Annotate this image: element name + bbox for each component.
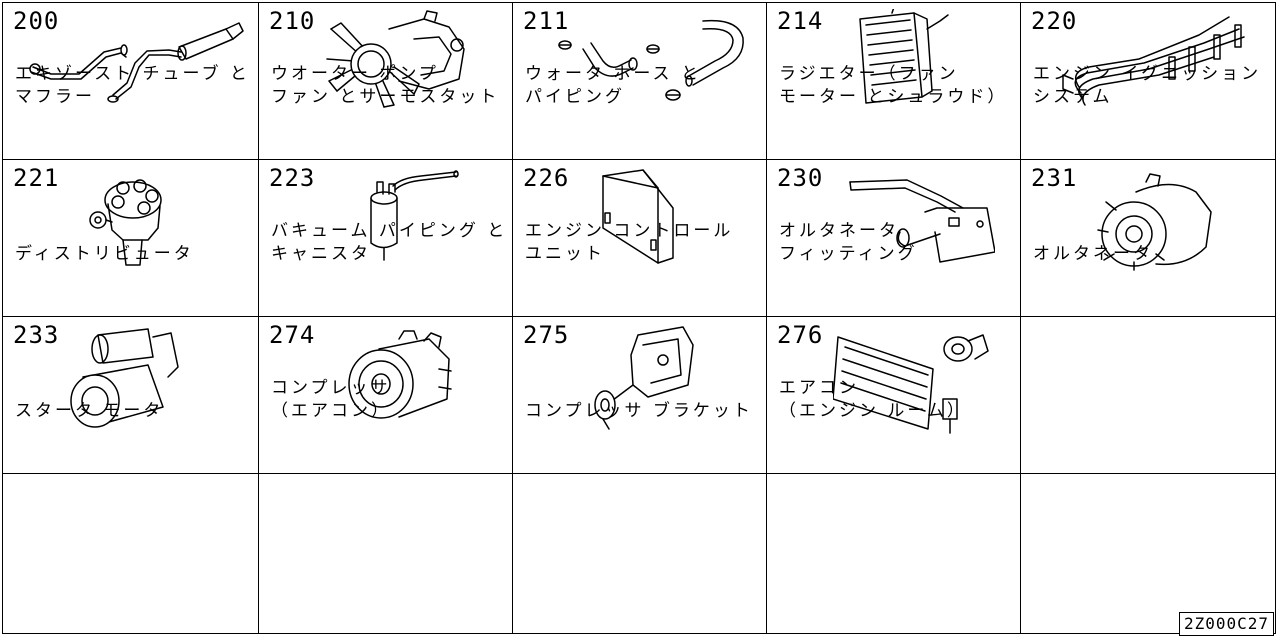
- empty-cell: [3, 474, 259, 633]
- part-cell-230[interactable]: 230 オルタネータフィッティング: [767, 160, 1021, 317]
- part-label: コンプレッサ（エアコン）: [271, 378, 391, 421]
- part-number: 220: [1031, 7, 1078, 35]
- part-cell-276[interactable]: 276 エアコン（エンジン ルーム）: [767, 317, 1021, 474]
- part-label: スタータ モータ: [15, 401, 164, 421]
- empty-cell: [1021, 317, 1275, 474]
- distributor-icon: [78, 170, 188, 280]
- part-label: バキューム パイピング とキャニスタ: [271, 221, 508, 264]
- part-number: 223: [269, 164, 316, 192]
- part-label: エンジン コントロールユニット: [525, 221, 734, 264]
- part-number: 231: [1031, 164, 1078, 192]
- part-number: 275: [523, 321, 570, 349]
- part-cell-223[interactable]: 223 バキューム パイピング とキャニスタ: [259, 160, 513, 317]
- part-cell-210[interactable]: 210 ウオーター ポンプファン とサーモスタット: [259, 3, 513, 160]
- empty-cell: [259, 474, 513, 633]
- part-cell-275[interactable]: 275 コンプレッサ ブラケット: [513, 317, 767, 474]
- part-number: 221: [13, 164, 60, 192]
- part-number: 274: [269, 321, 316, 349]
- part-cell-211[interactable]: 211 ウォータ ホース とパイピング: [513, 3, 767, 160]
- part-cell-200[interactable]: 200 エキゾースト チューブ とマフラー: [3, 3, 259, 160]
- part-number: 230: [777, 164, 824, 192]
- part-label: オルタネータ: [1033, 244, 1153, 264]
- part-label: オルタネータフィッティング: [779, 221, 918, 264]
- compressor-bracket-icon: [583, 325, 703, 435]
- water-hose-icon: [553, 13, 753, 108]
- part-cell-274[interactable]: 274 コンプレッサ（エアコン）: [259, 317, 513, 474]
- empty-cell: [767, 474, 1021, 633]
- empty-cell: [1021, 474, 1275, 633]
- part-number: 200: [13, 7, 60, 35]
- part-number: 211: [523, 7, 570, 35]
- part-cell-221[interactable]: 221 ディストリビュータ: [3, 160, 259, 317]
- part-number: 214: [777, 7, 824, 35]
- part-label: ラジエター（ファンモーター とシュラウド）: [779, 64, 1008, 107]
- condenser-icon: [833, 329, 1003, 439]
- drawing-code: 2Z000C27: [1178, 612, 1274, 636]
- part-label: ウオーター ポンプファン とサーモスタット: [271, 64, 500, 107]
- part-cell-231[interactable]: 231 オルタネータ: [1021, 160, 1275, 317]
- part-label: コンプレッサ ブラケット: [525, 401, 753, 421]
- part-number: 210: [269, 7, 316, 35]
- part-label: エアコン（エンジン ルーム）: [779, 378, 967, 421]
- exhaust-muffler-icon: [21, 17, 251, 112]
- part-cell-226[interactable]: 226 エンジン コントロールユニット: [513, 160, 767, 317]
- part-number: 226: [523, 164, 570, 192]
- part-label: ディストリビュータ: [15, 244, 194, 264]
- empty-cell: [513, 474, 767, 633]
- alternator-bracket-icon: [845, 172, 995, 272]
- part-cell-233[interactable]: 233 スタータ モータ: [3, 317, 259, 474]
- part-number: 276: [777, 321, 824, 349]
- water-pump-fan-icon: [319, 9, 479, 114]
- part-cell-214[interactable]: 214 ラジエター（ファンモーター とシュラウド）: [767, 3, 1021, 160]
- compressor-icon: [339, 329, 459, 429]
- radiator-icon: [852, 9, 952, 104]
- control-unit-icon: [593, 168, 693, 268]
- part-number: 233: [13, 321, 60, 349]
- alternator-icon: [1086, 172, 1216, 282]
- starter-motor-icon: [53, 327, 193, 437]
- part-label: エンジン イグニッションシステム: [1033, 64, 1262, 107]
- ignition-wires-icon: [1049, 7, 1249, 107]
- part-cell-220[interactable]: 220 エンジン イグニッションシステム: [1021, 3, 1275, 160]
- part-label: ウォータ ホース とパイピング: [525, 64, 701, 107]
- part-label: エキゾースト チューブ とマフラー: [15, 64, 250, 107]
- canister-icon: [341, 168, 471, 268]
